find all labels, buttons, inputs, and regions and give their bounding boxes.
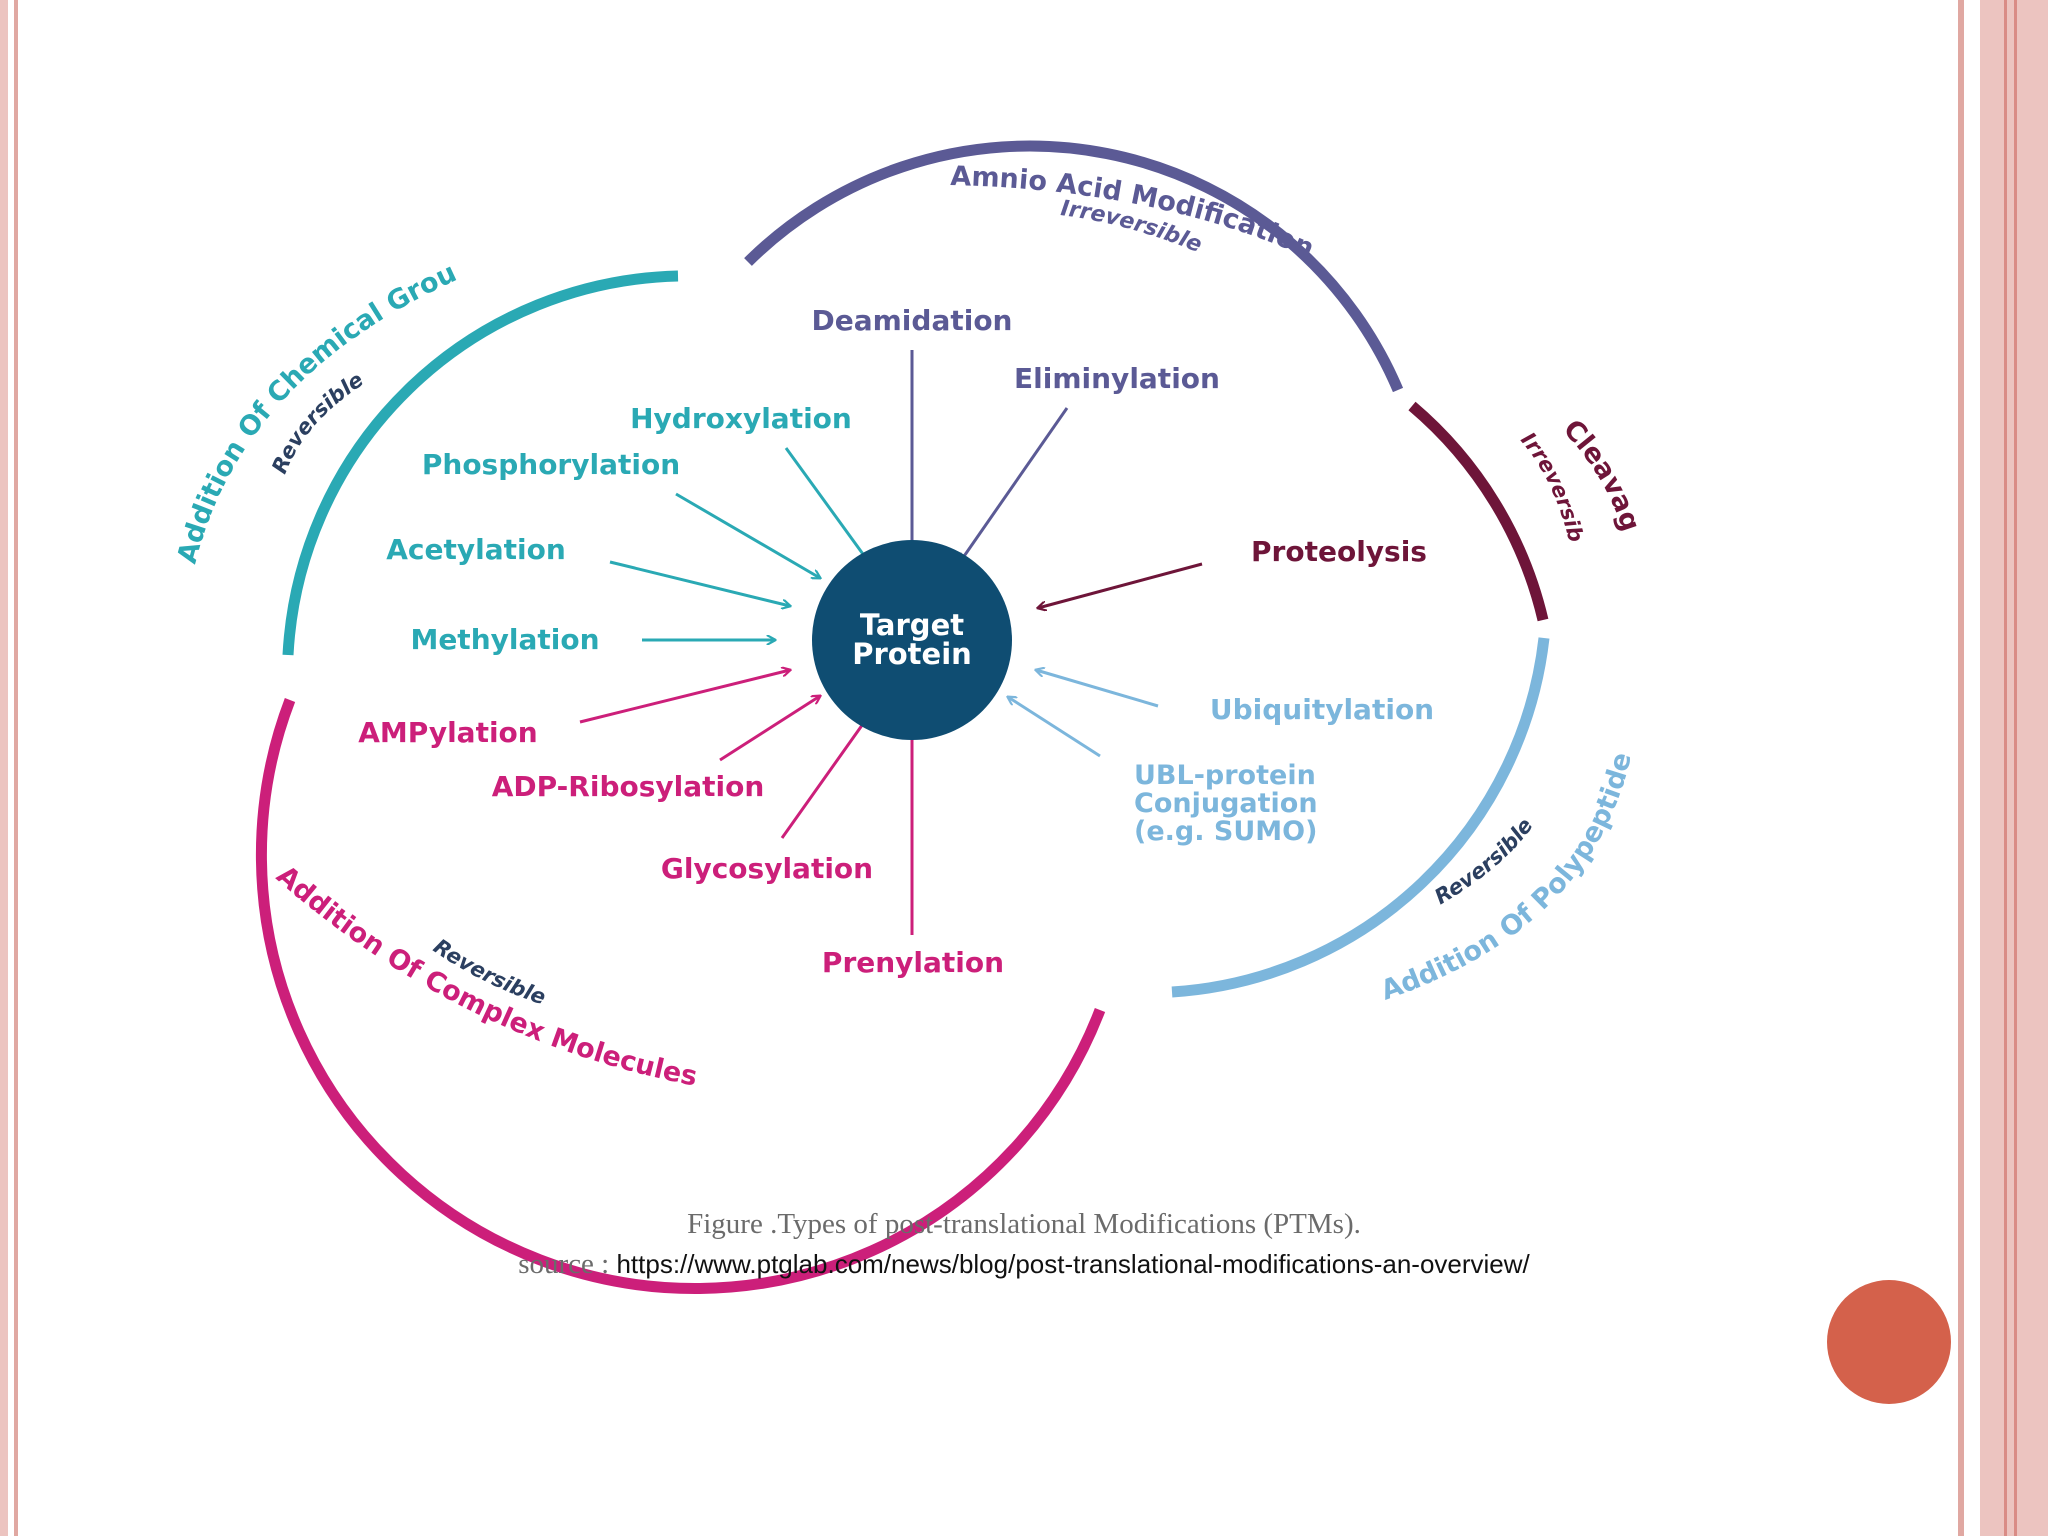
label-ampylation: AMPylation [358, 716, 537, 749]
label-ubl-line3: (e.g. SUMO) [1134, 816, 1317, 847]
label-proteolysis: Proteolysis [1251, 535, 1427, 568]
label-deamidation: Deamidation [812, 304, 1013, 337]
arrow-hydroxylation [784, 447, 868, 561]
arc-addition-of-polypeptides [1171, 637, 1550, 998]
arc-cleavage [1408, 401, 1549, 622]
arc-addition-of-complex-molecules [255, 698, 1106, 1295]
center-label-line1: Target [860, 608, 964, 642]
right-border-line-inner [2004, 0, 2007, 1536]
left-border-line [14, 0, 18, 1536]
label-phosphorylation: Phosphorylation [422, 448, 680, 481]
label-ubl-line1: UBL-protein [1134, 760, 1316, 791]
source-url[interactable]: https://www.ptglab.com/news/blog/post-tr… [616, 1249, 1530, 1279]
figure-caption: Figure .Types of post-translational Modi… [687, 1208, 1361, 1240]
figure-source: source : https://www.ptglab.com/news/blo… [0, 1248, 2048, 1281]
label-prenylation: Prenylation [822, 946, 1004, 979]
label-adp-ribosylation: ADP-Ribosylation [492, 770, 765, 803]
arrow-eliminylation [960, 407, 1069, 562]
arrow-acetylation [609, 560, 790, 606]
label-ubiquitylation: Ubiquitylation [1210, 693, 1434, 726]
arrow-proteolysis [1038, 562, 1203, 608]
label-glycosylation: Glycosylation [661, 852, 873, 885]
center-label-line2: Protein [852, 637, 972, 671]
label-acetylation: Acetylation [386, 533, 566, 566]
arrow-ampylation [579, 670, 790, 724]
target-protein-node [812, 540, 1012, 740]
label-methylation: Methylation [410, 623, 599, 656]
label-ubl-line2: Conjugation [1134, 788, 1318, 819]
arrow-glycosylation [780, 714, 870, 839]
right-border-line [1958, 0, 1964, 1536]
arrow-ubl-conjugation [1008, 697, 1101, 758]
arrow-phosphorylation [675, 492, 820, 578]
source-prefix: source : [518, 1248, 617, 1280]
group-chemical-title: Addition Of Chemical Groups [0, 0, 461, 567]
arrow-ubiquitylation [1036, 670, 1159, 708]
arrow-adp-ribosylation [719, 696, 820, 762]
left-border [0, 0, 8, 1536]
label-eliminylation: Eliminylation [1014, 362, 1220, 395]
arc-addition-of-chemical-groups [282, 270, 679, 656]
label-hydroxylation: Hydroxylation [630, 402, 852, 435]
right-border-line-outer [2014, 0, 2017, 1536]
decorative-circle [1827, 1280, 1951, 1404]
arc-amino-acid-modification [744, 140, 1404, 393]
